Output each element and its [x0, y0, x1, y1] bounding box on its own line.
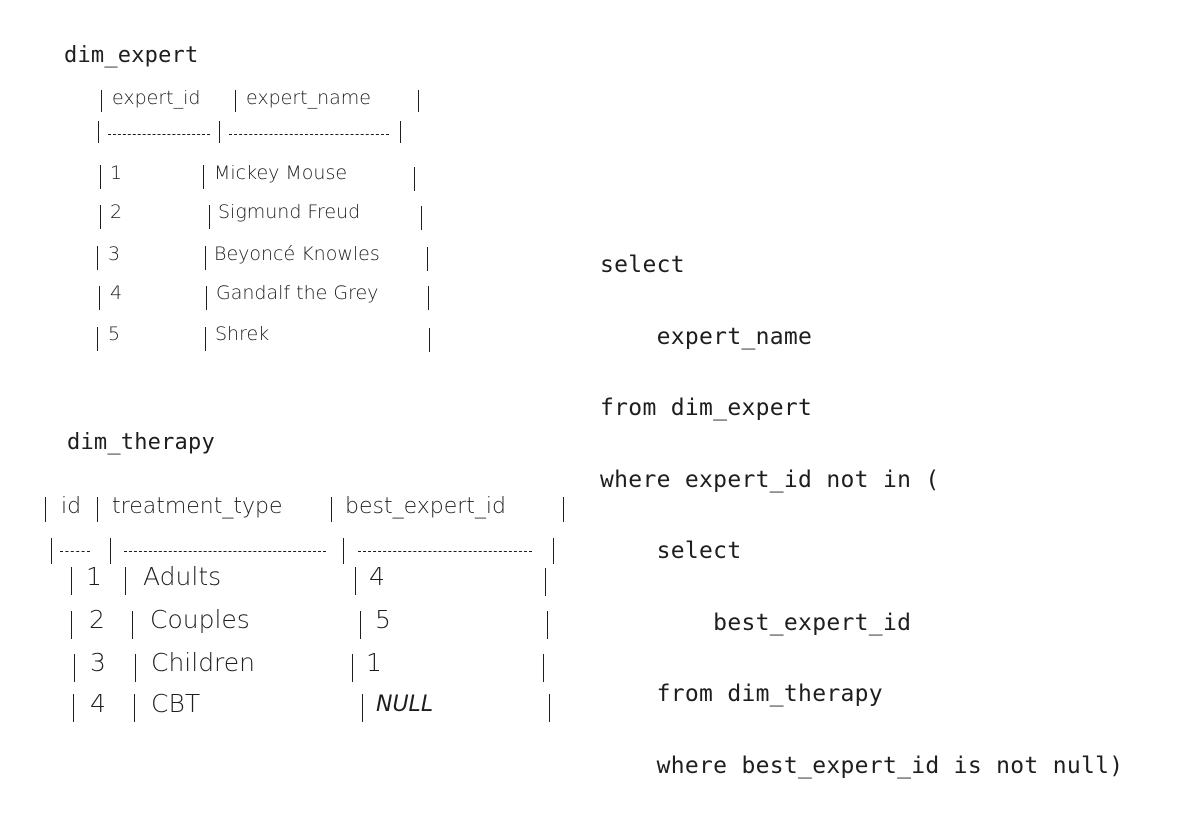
expert-name-cell: Beyoncé Knowles — [214, 243, 380, 265]
separator-dash — [229, 134, 389, 135]
expert-id-cell: 3 — [108, 243, 121, 265]
row-pipe — [205, 327, 206, 351]
sql-query-block: select expert_name from dim_expert where… — [600, 211, 1123, 821]
header-pipe — [563, 497, 564, 522]
row-pipe — [421, 206, 422, 230]
expert-table-title: dim_expert — [64, 43, 199, 68]
row-pipe — [362, 694, 363, 722]
row-pipe — [100, 205, 101, 229]
therapy-col-header-id: id — [61, 494, 82, 519]
expert-name-cell: Gandalf the Grey — [216, 282, 379, 304]
best-expert-id-cell: 4 — [369, 562, 385, 591]
separator-pipe — [343, 538, 344, 564]
best-expert-id-cell: 5 — [375, 605, 391, 634]
row-pipe — [360, 611, 361, 639]
whiteboard-canvas: dim_expert expert_id expert_name 1 Micke… — [45, 43, 1123, 779]
separator-dash — [108, 134, 210, 135]
sql-line: expert_name — [600, 323, 813, 350]
row-pipe — [99, 286, 100, 310]
row-pipe — [125, 567, 126, 595]
therapy-id-cell: 3 — [90, 648, 106, 677]
row-pipe — [427, 247, 428, 271]
treatment-type-cell: Couples — [150, 605, 250, 634]
row-pipe — [97, 327, 98, 351]
row-pipe — [134, 694, 135, 722]
row-pipe — [74, 654, 75, 682]
expert-id-cell: 2 — [110, 201, 123, 223]
sql-line: from dim_expert — [600, 395, 813, 421]
row-pipe — [100, 165, 101, 189]
therapy-id-cell: 2 — [89, 605, 105, 634]
separator-pipe — [219, 121, 220, 143]
sql-line: best_expert_id — [600, 609, 912, 636]
row-pipe — [71, 611, 72, 639]
separator-pipe — [110, 538, 111, 564]
expert-id-cell: 4 — [110, 282, 123, 304]
sql-line: from dim_therapy — [600, 681, 883, 707]
separator-pipe — [51, 538, 52, 564]
expert-col-header-name: expert_name — [246, 87, 371, 109]
header-pipe — [97, 497, 98, 522]
row-pipe — [209, 205, 210, 229]
row-pipe — [205, 246, 206, 270]
separator-dash — [124, 551, 326, 552]
expert-name-cell: Mickey Mouse — [214, 162, 348, 184]
row-pipe — [428, 286, 429, 310]
row-pipe — [203, 165, 204, 189]
sql-line: where best_expert_id is not null) — [600, 752, 1124, 779]
treatment-type-cell: Children — [151, 648, 256, 677]
therapy-col-header-best-expert: best_expert_id — [345, 494, 507, 519]
expert-id-cell: 5 — [108, 323, 121, 345]
best-expert-id-cell: 1 — [366, 648, 382, 677]
therapy-table-title: dim_therapy — [67, 430, 215, 455]
separator-dash — [358, 551, 532, 552]
row-pipe — [355, 567, 356, 595]
sql-line: where expert_id not in ( — [600, 466, 940, 493]
sql-line: select — [600, 538, 742, 564]
treatment-type-cell: Adults — [143, 562, 222, 591]
separator-pipe — [98, 121, 99, 143]
header-pipe — [331, 497, 332, 522]
row-pipe — [132, 611, 133, 639]
expert-name-cell: Shrek — [215, 323, 270, 345]
therapy-col-header-treatment: treatment_type — [112, 494, 283, 519]
row-pipe — [206, 286, 207, 310]
row-pipe — [71, 567, 72, 595]
row-pipe — [549, 694, 550, 722]
sql-line: select — [600, 252, 685, 278]
header-pipe — [235, 90, 236, 112]
row-pipe — [135, 654, 136, 682]
separator-pipe — [553, 538, 554, 564]
best-expert-id-cell: NULL — [376, 692, 434, 717]
expert-name-cell: Sigmund Freud — [218, 201, 361, 223]
header-pipe — [101, 90, 102, 112]
therapy-id-cell: 4 — [90, 689, 106, 718]
separator-dash — [60, 551, 90, 552]
row-pipe — [429, 328, 430, 352]
treatment-type-cell: CBT — [151, 689, 201, 718]
separator-pipe — [400, 121, 401, 143]
therapy-id-cell: 1 — [86, 562, 102, 591]
header-pipe — [45, 497, 46, 522]
expert-col-header-id: expert_id — [112, 87, 201, 109]
header-pipe — [418, 90, 419, 112]
row-pipe — [97, 246, 98, 270]
row-pipe — [414, 167, 415, 191]
row-pipe — [543, 654, 544, 682]
row-pipe — [547, 611, 548, 639]
row-pipe — [73, 694, 74, 722]
row-pipe — [545, 568, 546, 596]
row-pipe — [352, 654, 353, 682]
expert-id-cell: 1 — [110, 162, 123, 184]
